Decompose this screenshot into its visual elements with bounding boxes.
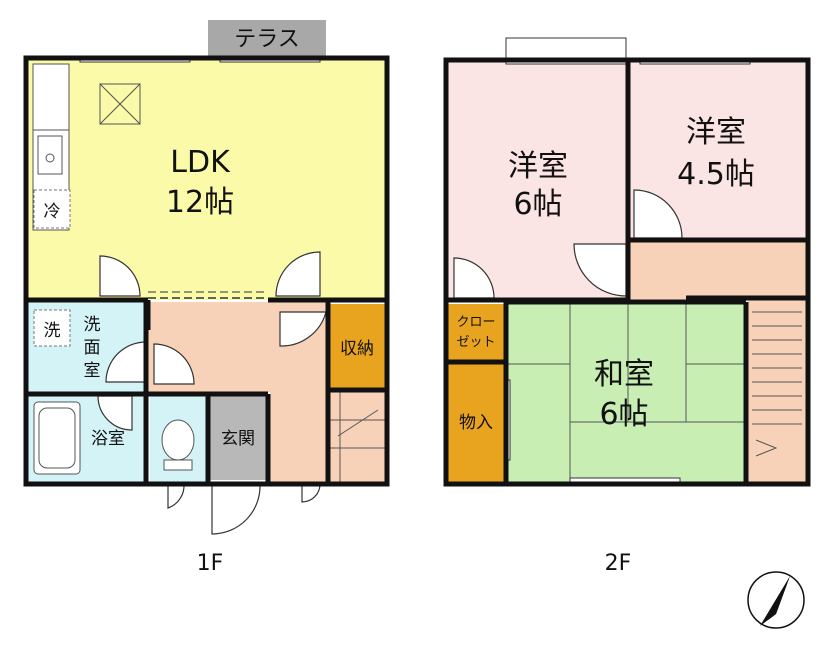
floor-2-label: 2F bbox=[605, 551, 632, 576]
stairs-2f-lines bbox=[752, 311, 802, 457]
entrance-label: 玄関 bbox=[221, 429, 255, 449]
western2-size: 4.5帖 bbox=[677, 157, 755, 192]
hall-2f bbox=[630, 242, 806, 300]
fridge-label: 冷 bbox=[44, 202, 61, 222]
walls-1f bbox=[23, 55, 390, 487]
door-swings-2f bbox=[453, 189, 683, 299]
terrace bbox=[208, 20, 326, 58]
washroom-label-2: 面 bbox=[84, 338, 101, 358]
bathtub-icon bbox=[33, 401, 81, 475]
stairs-1f bbox=[330, 392, 385, 482]
floor-1: テラス 冷 LDK 12帖 洗 洗 面 室 浴室 bbox=[23, 20, 390, 576]
stairs-1f-lines bbox=[330, 392, 385, 482]
sink-icon bbox=[37, 135, 63, 175]
door-swings-1f bbox=[97, 251, 327, 535]
western2-name: 洋室 bbox=[686, 115, 746, 150]
fridge-icon bbox=[33, 189, 71, 229]
ldk-room bbox=[28, 60, 385, 300]
walls-2f bbox=[443, 57, 811, 487]
washer-icon bbox=[33, 309, 71, 347]
terrace-label: テラス bbox=[234, 27, 300, 52]
storage-1f bbox=[330, 304, 385, 390]
storage-2f bbox=[448, 364, 506, 482]
floor-1-label: 1F bbox=[197, 551, 224, 576]
washroom-label-3: 室 bbox=[84, 361, 101, 381]
bath-label: 浴室 bbox=[91, 429, 125, 449]
japanese-room bbox=[508, 304, 746, 482]
stairs-2f bbox=[748, 300, 806, 482]
ldk-name: LDK bbox=[170, 145, 231, 180]
washer-label: 洗 bbox=[44, 321, 61, 341]
floor-2: 洋室 6帖 洋室 4.5帖 クロー ゼット 物入 和室 6帖 bbox=[443, 37, 811, 576]
washroom-label-1: 洗 bbox=[84, 315, 101, 335]
storage-2f-label: 物入 bbox=[459, 413, 493, 433]
ceiling-vent-icon bbox=[99, 83, 141, 125]
toilet-icon bbox=[161, 419, 195, 461]
ldk-size: 12帖 bbox=[166, 185, 234, 220]
closet-label-1: クロー bbox=[456, 315, 495, 330]
closet-label-2: ゼット bbox=[456, 335, 495, 350]
japanese-name: 和室 bbox=[594, 357, 654, 392]
closet bbox=[448, 304, 506, 362]
storage-1f-label: 収納 bbox=[340, 339, 374, 359]
western1-size: 6帖 bbox=[513, 187, 562, 222]
north-arrow-icon bbox=[747, 571, 805, 629]
hall-lower bbox=[270, 392, 328, 482]
western1-name: 洋室 bbox=[508, 149, 568, 184]
entrance bbox=[210, 394, 268, 480]
tatami-lines bbox=[508, 304, 746, 482]
japanese-size: 6帖 bbox=[599, 397, 648, 432]
